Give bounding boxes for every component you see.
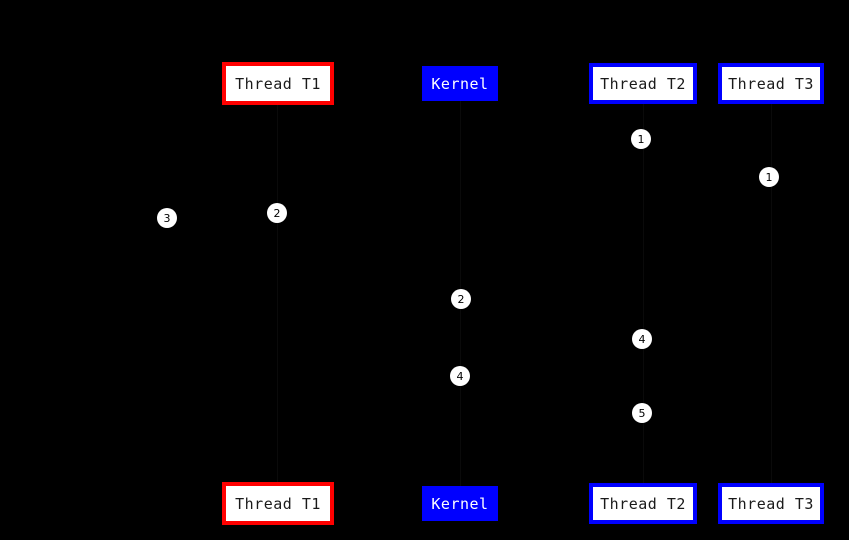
participant-kernel-top[interactable]: Kernel <box>422 66 498 101</box>
message-sequence-marker: 5 <box>632 403 652 423</box>
participant-t2-bottom[interactable]: Thread T2 <box>589 483 697 524</box>
message-sequence-marker: 4 <box>450 366 470 386</box>
participant-kernel-bottom[interactable]: Kernel <box>422 486 498 521</box>
participant-label: Thread T3 <box>728 494 814 513</box>
participant-t1-bottom[interactable]: Thread T1 <box>222 482 334 525</box>
lifeline-t2 <box>643 104 644 483</box>
message-sequence-marker: 1 <box>759 167 779 187</box>
message-sequence-marker: 2 <box>451 289 471 309</box>
participant-label: Kernel <box>431 494 489 513</box>
participant-label: Thread T2 <box>600 494 686 513</box>
lifeline-t1 <box>277 105 278 482</box>
message-sequence-marker: 3 <box>157 208 177 228</box>
participant-t3-top[interactable]: Thread T3 <box>718 63 824 104</box>
lifeline-t3 <box>771 104 772 483</box>
participant-label: Thread T2 <box>600 74 686 93</box>
participant-label: Thread T1 <box>235 74 321 93</box>
message-sequence-marker: 1 <box>631 129 651 149</box>
participant-t3-bottom[interactable]: Thread T3 <box>718 483 824 524</box>
participant-t2-top[interactable]: Thread T2 <box>589 63 697 104</box>
participant-label: Thread T3 <box>728 74 814 93</box>
participant-label: Kernel <box>431 74 489 93</box>
participant-label: Thread T1 <box>235 494 321 513</box>
message-sequence-marker: 2 <box>267 203 287 223</box>
participant-t1-top[interactable]: Thread T1 <box>222 62 334 105</box>
message-sequence-marker: 4 <box>632 329 652 349</box>
